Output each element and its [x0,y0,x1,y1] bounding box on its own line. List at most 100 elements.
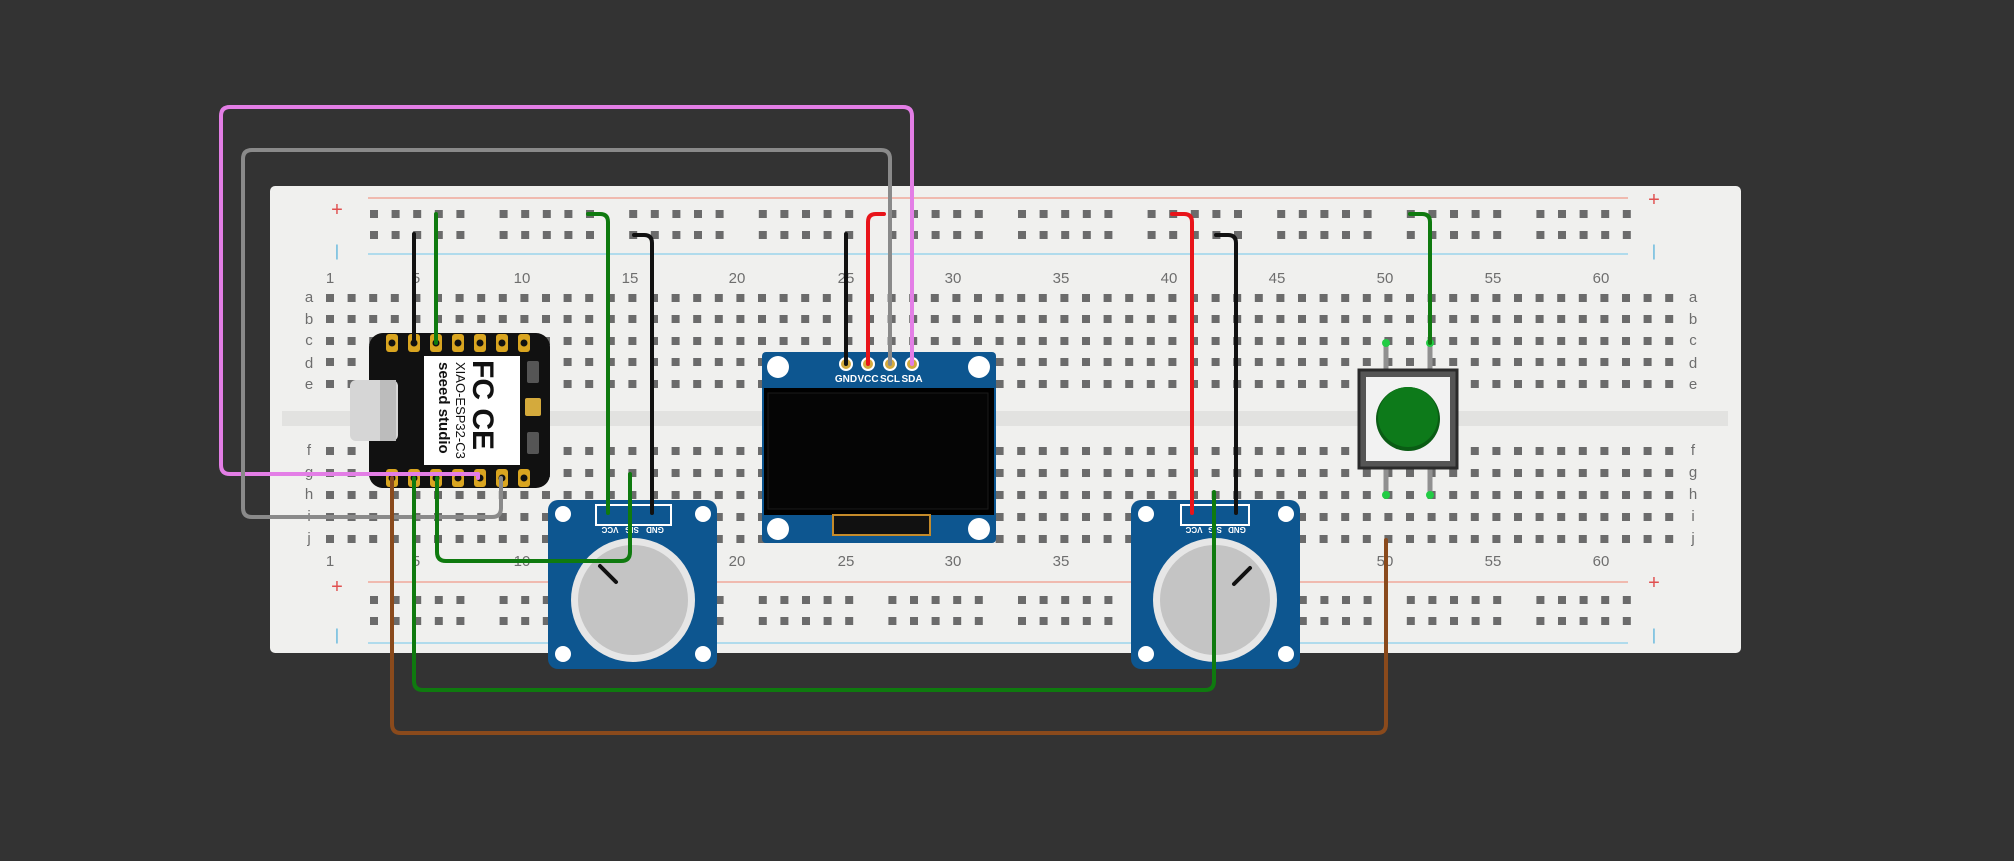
breadboard-hole[interactable] [1406,231,1415,239]
breadboard-hole[interactable] [1492,380,1501,388]
breadboard-hole[interactable] [910,617,918,625]
breadboard-hole[interactable] [1082,469,1090,477]
breadboard-hole[interactable] [1622,596,1631,604]
breadboard-hole[interactable] [1428,210,1437,218]
breadboard-hole[interactable] [1319,315,1328,323]
breadboard-hole[interactable] [542,617,551,625]
breadboard-hole[interactable] [563,447,572,455]
breadboard-hole[interactable] [1622,469,1630,477]
breadboard-hole[interactable] [1406,294,1414,302]
breadboard-hole[interactable] [802,596,810,604]
breadboard-hole[interactable] [736,315,745,323]
breadboard-hole[interactable] [758,294,766,302]
breadboard-hole[interactable] [1535,447,1544,455]
breadboard-hole[interactable] [390,491,399,499]
breadboard-hole[interactable] [326,380,334,388]
breadboard-hole[interactable] [1427,535,1436,543]
breadboard-hole[interactable] [1146,315,1155,323]
breadboard-hole[interactable] [1254,380,1263,388]
breadboard-hole[interactable] [1406,535,1414,543]
breadboard-hole[interactable] [326,337,334,345]
breadboard-hole[interactable] [1601,231,1610,239]
breadboard-hole[interactable] [1643,337,1652,345]
breadboard-hole[interactable] [1427,513,1436,521]
breadboard-hole[interactable] [585,294,594,302]
breadboard-hole[interactable] [671,294,680,302]
wire-green-pot1-sig[interactable] [435,472,632,563]
breadboard-hole[interactable] [1038,294,1047,302]
breadboard-hole[interactable] [1536,210,1545,218]
breadboard-hole[interactable] [1298,596,1307,604]
breadboard-hole[interactable] [629,210,638,218]
breadboard-hole[interactable] [1320,210,1329,218]
breadboard-hole[interactable] [347,491,356,499]
breadboard-hole[interactable] [1535,491,1544,499]
breadboard-hole[interactable] [758,337,766,345]
breadboard-hole[interactable] [1492,491,1501,499]
breadboard-hole[interactable] [1470,535,1479,543]
breadboard-hole[interactable] [1018,596,1026,604]
breadboard-hole[interactable] [995,358,1004,366]
breadboard-hole[interactable] [1514,358,1522,366]
breadboard-hole[interactable] [1578,535,1587,543]
breadboard-hole[interactable] [1320,596,1329,604]
breadboard-hole[interactable] [1492,294,1501,302]
breadboard-hole[interactable] [1558,210,1566,218]
breadboard-hole[interactable] [1558,231,1566,239]
breadboard-hole[interactable] [563,337,572,345]
breadboard-hole[interactable] [1601,210,1610,218]
breadboard-hole[interactable] [1017,294,1026,302]
breadboard-hole[interactable] [822,337,831,345]
breadboard-hole[interactable] [1470,380,1479,388]
breadboard-hole[interactable] [412,491,421,499]
breadboard-hole[interactable] [802,231,810,239]
breadboard-hole[interactable] [1342,231,1350,239]
breadboard-hole[interactable] [1600,294,1609,302]
breadboard-hole[interactable] [1254,315,1263,323]
breadboard-hole[interactable] [736,294,745,302]
breadboard-hole[interactable] [1449,294,1458,302]
breadboard-hole[interactable] [1017,358,1026,366]
breadboard-hole[interactable] [1125,380,1134,388]
breadboard-hole[interactable] [1665,315,1674,323]
breadboard-hole[interactable] [628,469,637,477]
breadboard-hole[interactable] [1319,535,1328,543]
breadboard-hole[interactable] [1622,491,1630,499]
breadboard-hole[interactable] [1578,491,1587,499]
push-button[interactable] [1357,339,1459,499]
breadboard-hole[interactable] [326,491,334,499]
breadboard-hole[interactable] [1406,337,1414,345]
breadboard-hole[interactable] [1492,358,1501,366]
breadboard-hole[interactable] [564,210,573,218]
breadboard-hole[interactable] [1103,380,1112,388]
breadboard-hole[interactable] [1039,231,1048,239]
breadboard-hole[interactable] [1601,617,1610,625]
breadboard-hole[interactable] [1082,210,1091,218]
breadboard-hole[interactable] [1039,617,1048,625]
breadboard-hole[interactable] [974,337,982,345]
breadboard-hole[interactable] [1665,491,1674,499]
breadboard-hole[interactable] [369,315,378,323]
breadboard-hole[interactable] [1514,469,1522,477]
breadboard-hole[interactable] [1601,596,1610,604]
breadboard-hole[interactable] [714,315,723,323]
breadboard-hole[interactable] [780,231,789,239]
breadboard-hole[interactable] [326,315,334,323]
breadboard-hole[interactable] [758,617,767,625]
breadboard-hole[interactable] [455,535,464,543]
breadboard-hole[interactable] [1298,491,1306,499]
breadboard-hole[interactable] [823,210,832,218]
oled-display[interactable]: GND VCC SCL SDA [762,352,996,543]
breadboard-hole[interactable] [456,596,465,604]
breadboard-hole[interactable] [585,469,594,477]
breadboard-hole[interactable] [606,491,615,499]
breadboard-hole[interactable] [370,210,378,218]
breadboard-hole[interactable] [477,535,486,543]
breadboard-hole[interactable] [822,315,831,323]
button-cap[interactable] [1378,387,1438,447]
breadboard-hole[interactable] [1276,294,1285,302]
breadboard-hole[interactable] [1298,513,1306,521]
breadboard-hole[interactable] [542,210,551,218]
wire-black-pot2-gnd[interactable] [1214,233,1238,515]
breadboard-hole[interactable] [1535,380,1544,388]
